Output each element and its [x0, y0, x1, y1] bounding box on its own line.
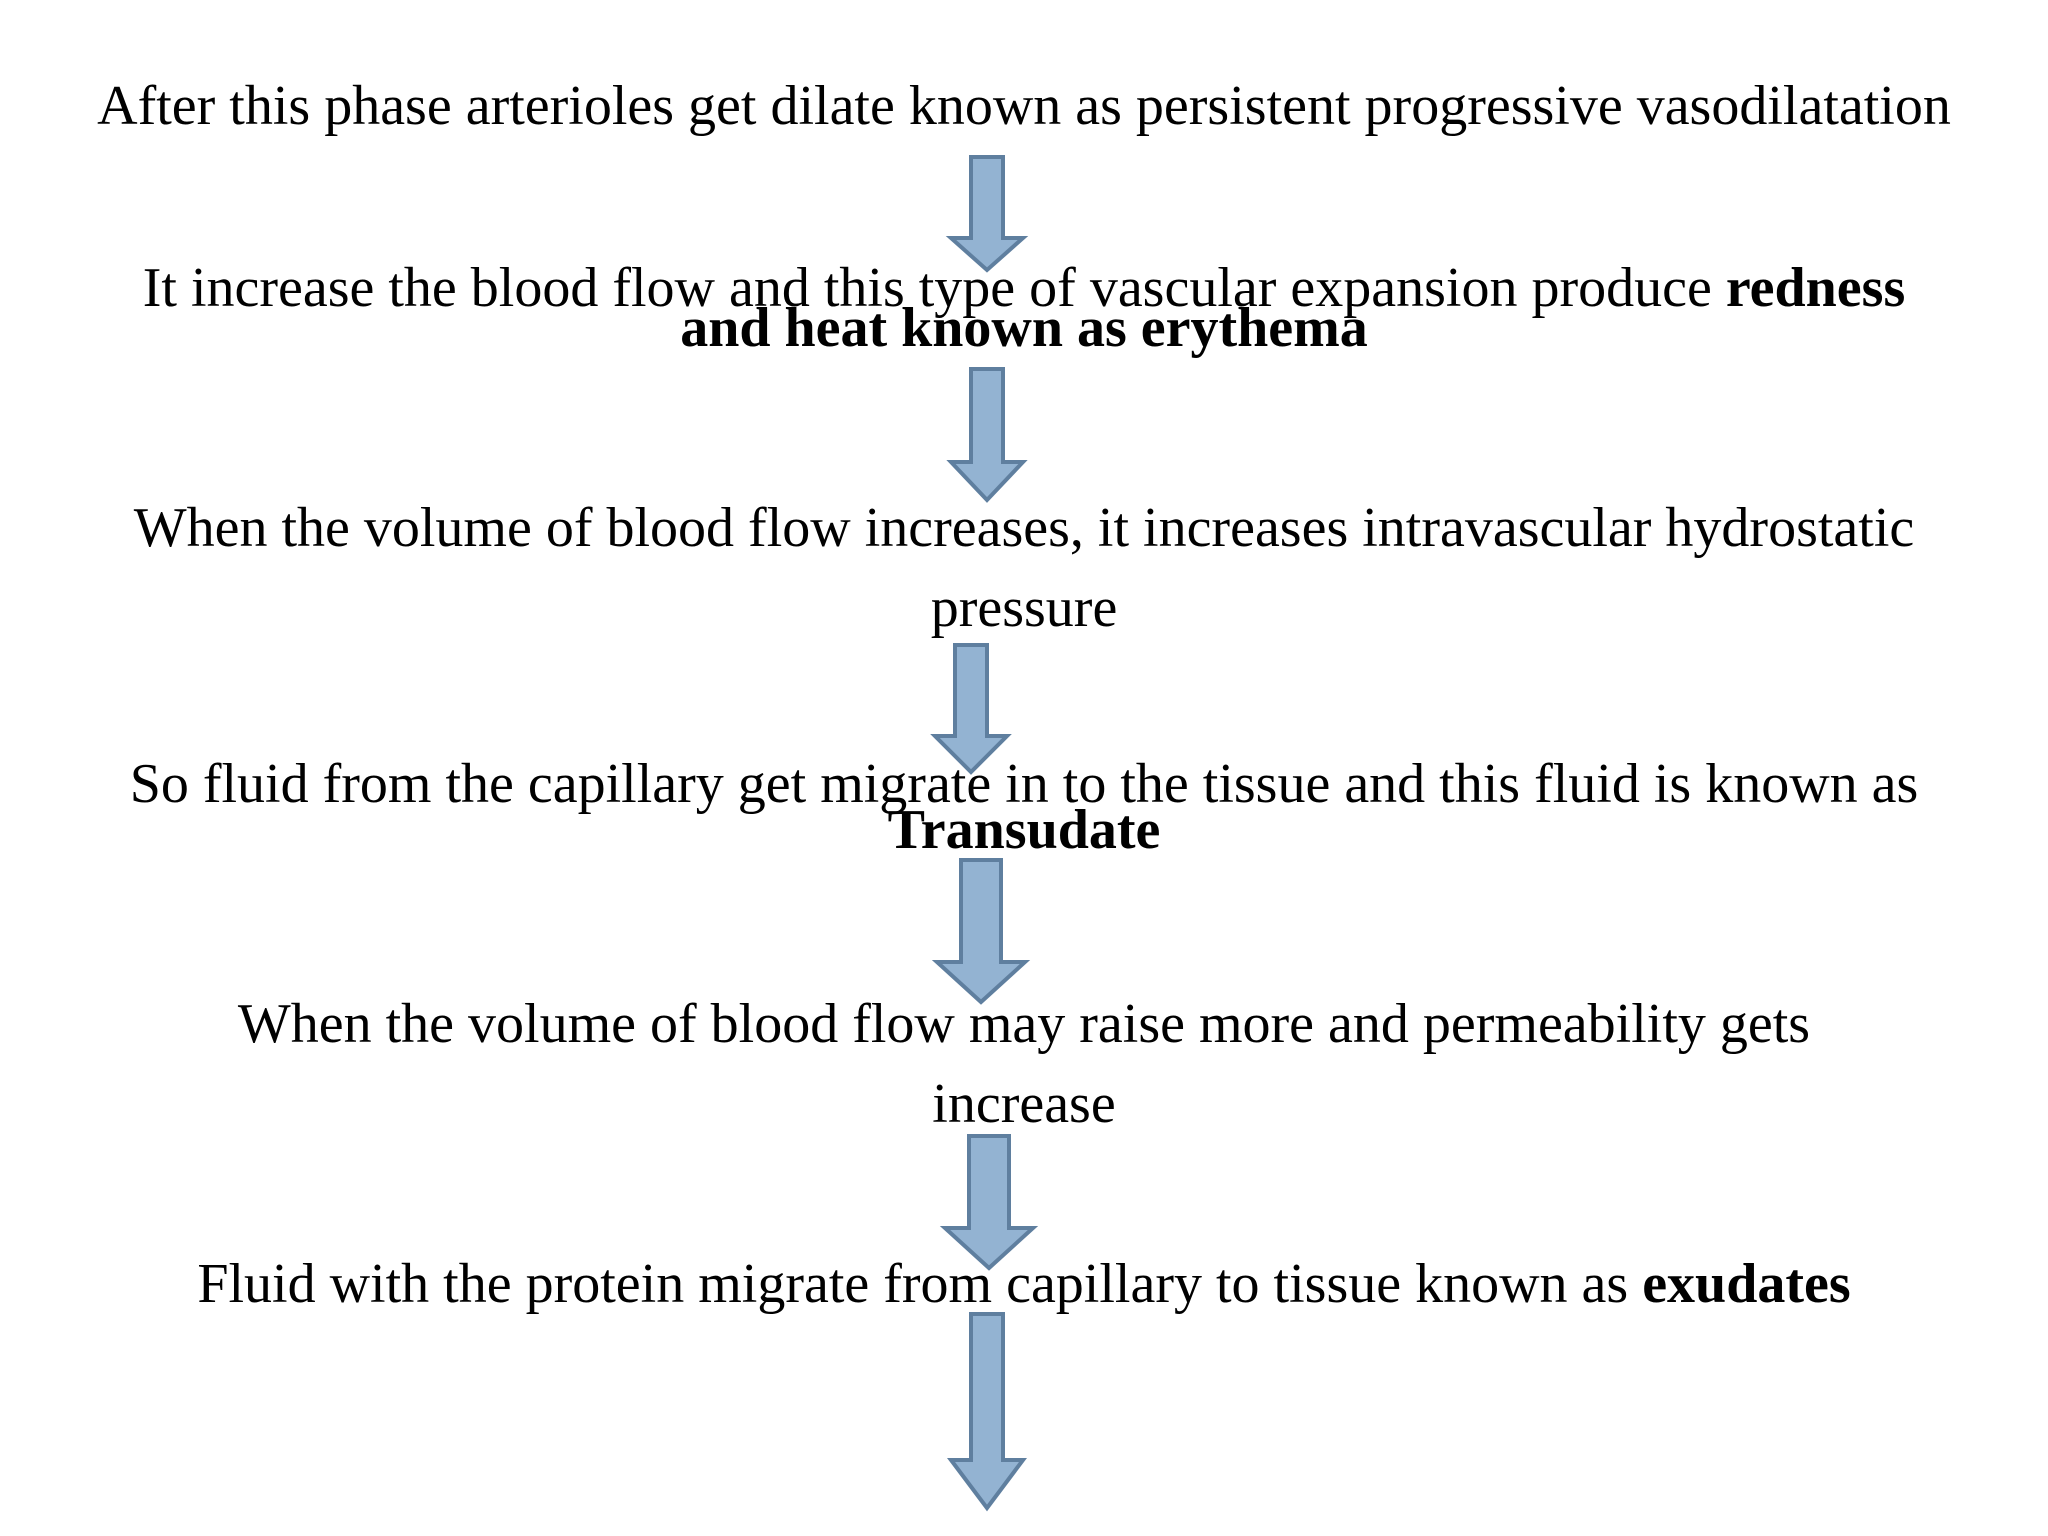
step-6-line-1-seg-1: exudates	[1642, 1253, 1851, 1315]
step-2-line-2-seg-0: and heat known as erythema	[680, 297, 1368, 359]
step-5-line-1-seg-0: When the volume of blood flow may raise …	[237, 993, 1811, 1055]
step-4-line-2: Transudate	[0, 800, 2048, 860]
step-2-line-1-seg-1: redness	[1725, 257, 1906, 319]
down-arrow-icon	[946, 367, 1028, 503]
step-2-line-2: and heat known as erythema	[0, 298, 2048, 358]
step-1-line-1-seg-0: After this phase arterioles get dilate k…	[97, 75, 1951, 137]
step-4-line-1-seg-0: So fluid from the capillary get migrate …	[129, 753, 1919, 815]
step-1-line-1: After this phase arterioles get dilate k…	[0, 76, 2048, 136]
step-6-line-1-seg-0: Fluid with the protein migrate from capi…	[197, 1253, 1643, 1315]
step-5-line-2-seg-0: increase	[932, 1073, 1116, 1135]
step-2-line-1: It increase the blood flow and this type…	[0, 258, 2048, 318]
step-3-line-2: pressure	[0, 578, 2048, 638]
down-arrow-icon	[939, 1134, 1039, 1271]
step-2-line-1-seg-0: It increase the blood flow and this type…	[142, 257, 1726, 319]
step-5-line-1: When the volume of blood flow may raise …	[0, 994, 2048, 1054]
step-6-line-1: Fluid with the protein migrate from capi…	[0, 1254, 2048, 1314]
step-5-line-2: increase	[0, 1074, 2048, 1134]
down-arrow-icon	[945, 155, 1029, 273]
step-3-line-2-seg-0: pressure	[930, 577, 1118, 639]
step-3-line-1-seg-0: When the volume of blood flow increases,…	[133, 497, 1915, 559]
step-4-line-1: So fluid from the capillary get migrate …	[0, 754, 2048, 814]
step-3-line-1: When the volume of blood flow increases,…	[0, 498, 2048, 558]
down-arrow-icon	[947, 1312, 1027, 1512]
step-4-line-2-seg-0: Transudate	[887, 799, 1161, 861]
down-arrow-icon	[930, 643, 1012, 775]
down-arrow-icon	[931, 858, 1031, 1005]
